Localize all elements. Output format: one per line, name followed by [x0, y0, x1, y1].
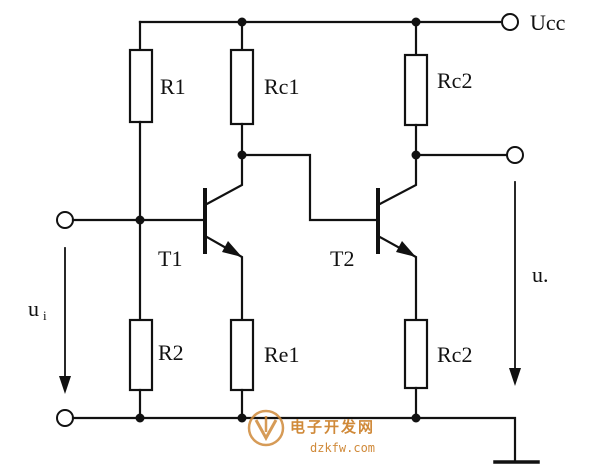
output-terminal[interactable]	[506, 146, 524, 164]
vcc-terminal[interactable]	[501, 13, 519, 31]
ui-arrowhead	[59, 376, 71, 394]
uo-arrowhead	[509, 368, 521, 386]
t2-label: T2	[330, 246, 354, 271]
re2-ground-dot	[411, 413, 421, 423]
t1-collector-lead	[203, 153, 244, 207]
vcc-label: Ucc	[530, 10, 566, 35]
uo-label: u.	[532, 262, 549, 287]
r1-resistor	[128, 48, 154, 124]
t1-emitter-lead	[203, 234, 244, 322]
coupling-wire	[240, 153, 380, 222]
watermark-text: 电子开发网	[290, 418, 375, 436]
r2-resistor	[128, 318, 154, 392]
t2-emitter-arrow	[396, 241, 416, 257]
t2-emitter-lead	[376, 234, 418, 322]
rc1-label: Rc1	[264, 74, 299, 99]
watermark-url: dzkfw.com	[310, 441, 375, 455]
r2-label: R2	[158, 340, 184, 365]
re1-ground-dot	[237, 413, 247, 423]
re1-resistor	[229, 318, 255, 392]
ground-input-terminal[interactable]	[56, 409, 74, 427]
r2-ground-dot	[135, 413, 145, 423]
t1-emitter-arrow	[222, 241, 242, 257]
t1-label: T1	[158, 246, 182, 271]
re2-label: Rc2	[437, 342, 472, 367]
t2-collector-lead	[376, 153, 418, 207]
watermark-logo	[247, 409, 285, 447]
ground-rail	[71, 416, 517, 464]
rc2-resistor	[403, 53, 429, 127]
rc1-resistor	[229, 48, 255, 126]
re1-label: Re1	[264, 342, 299, 367]
re2-resistor	[403, 318, 429, 390]
base-node-dot	[135, 215, 145, 225]
rc2-label: Rc2	[437, 68, 472, 93]
input-terminal[interactable]	[56, 211, 74, 229]
r1-label: R1	[160, 74, 186, 99]
